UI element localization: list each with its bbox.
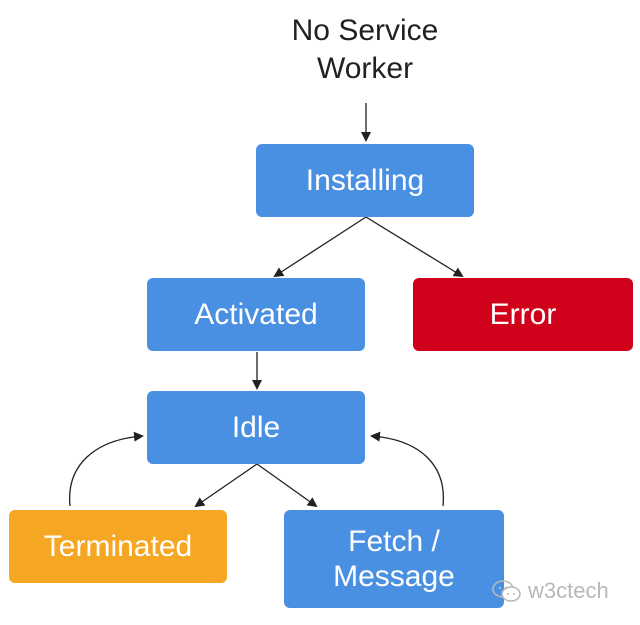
arrow-installing-to-activated [273,216,367,278]
node-error: Error [413,278,633,351]
node-terminated: Terminated [9,510,227,583]
node-idle: Idle [147,391,365,464]
node-installing-label: Installing [305,164,425,197]
watermark: w3ctech [492,578,609,604]
start-state-label: No Service Worker [240,12,490,88]
node-installing: Installing [256,144,474,217]
node-idle-label: Idle [231,411,281,444]
arrow-fetch-to-idle [370,431,445,507]
arrow-idle-to-fetch [256,463,318,508]
start-label-line1: No Service [291,14,439,47]
node-error-label: Error [489,298,557,331]
arrow-terminated-to-idle [69,431,144,507]
node-activated: Activated [147,278,365,351]
arrow-idle-to-terminated [194,463,258,508]
node-fetch-message: Fetch / Message [284,510,504,608]
arrow-installing-to-error [365,216,464,278]
wechat-icon [492,580,521,602]
watermark-text: w3ctech [528,578,609,603]
node-terminated-label: Terminated [43,530,193,563]
node-activated-label: Activated [194,298,318,331]
start-label-line2: Worker [316,52,414,85]
node-fetch-message-label: Fetch / Message [333,525,455,593]
